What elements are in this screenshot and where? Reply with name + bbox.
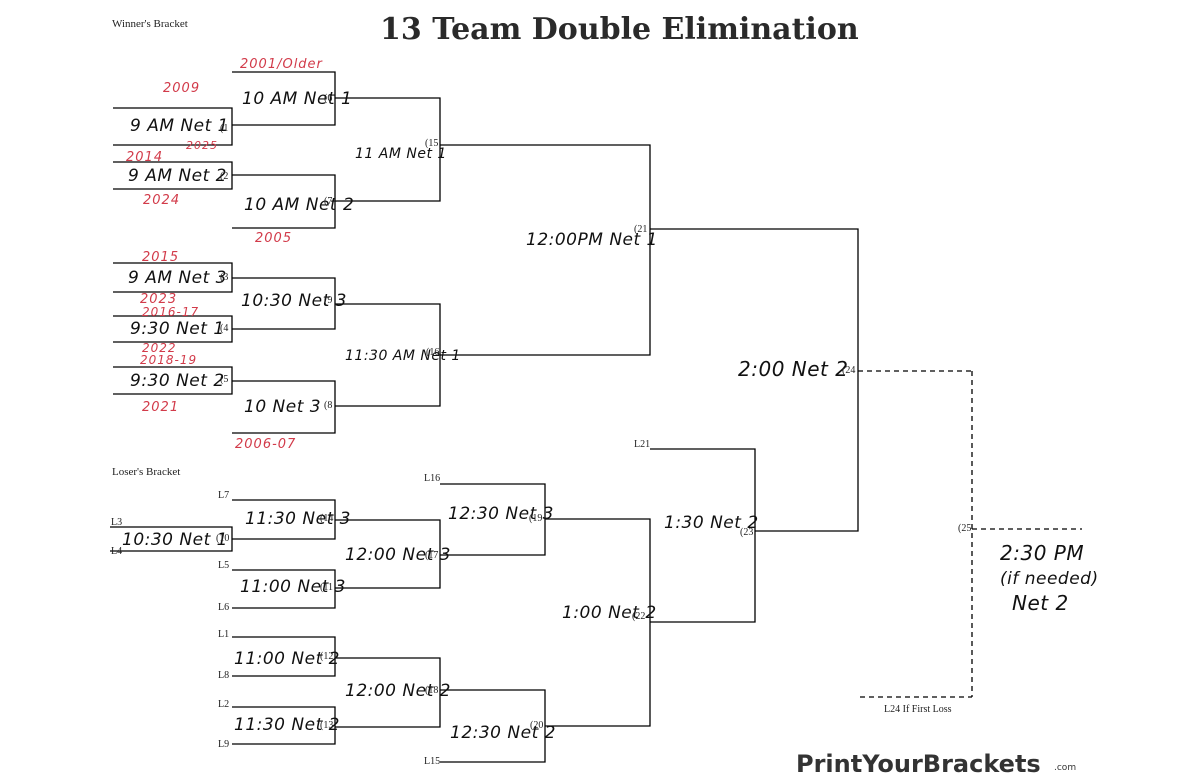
- game-21-number: (21: [634, 224, 647, 235]
- game-4-team-top: 2016-17: [142, 305, 199, 319]
- losers-bracket-label: Loser's Bracket: [112, 466, 180, 478]
- final-time: 2:30 PM: [1000, 541, 1084, 565]
- winners-bracket-lines: [113, 71, 859, 532]
- game-22-slot: 1:00 Net 2: [562, 603, 657, 623]
- game-9-number: (9: [324, 295, 332, 306]
- game-17-number: (17: [425, 550, 438, 561]
- game-24-number: (24: [842, 365, 855, 376]
- game-11-bracket: [232, 569, 336, 609]
- game-23-number: (23: [740, 527, 753, 538]
- game-7-slot: 10 AM Net 2: [244, 195, 354, 215]
- game-12-input-bottom: L8: [218, 670, 229, 681]
- brand-name: PrintYourBrackets: [796, 750, 1041, 776]
- game-14-number: (14: [320, 513, 333, 524]
- game-13-number: (13: [320, 720, 333, 731]
- game-17-bracket: [335, 519, 441, 589]
- game-19-number: (19: [529, 513, 542, 524]
- game-7-number: (7: [324, 196, 332, 207]
- game-5-team-top: 2018-19: [140, 353, 197, 367]
- game-24-slot: 2:00 Net 2: [738, 357, 848, 381]
- game-8-number: (8: [324, 400, 332, 411]
- game-11-input-top: L5: [218, 560, 229, 571]
- page-title: 13 Team Double Elimination: [380, 12, 859, 47]
- game-21-bracket: [440, 144, 651, 356]
- game-6-number: (6: [324, 93, 332, 104]
- game-11-input-bottom: L6: [218, 602, 229, 613]
- final-net: Net 2: [1012, 591, 1069, 615]
- game-1-team-top: 2009: [163, 81, 200, 96]
- game-1-team-bottom: 2025: [186, 139, 218, 152]
- game-14-slot: 11:30 Net 3: [245, 509, 351, 529]
- game-13-input-top: L2: [218, 699, 229, 710]
- losers-bracket-lines: [110, 448, 756, 763]
- game-13-input-bottom: L9: [218, 739, 229, 750]
- game-10-number: (10: [216, 533, 229, 544]
- game-18-bracket: [335, 657, 441, 728]
- game-3-slot: 9 AM Net 3: [128, 268, 227, 288]
- final-if-needed: (if needed): [1000, 569, 1099, 589]
- game-12-bracket: [232, 636, 336, 677]
- game-8-team-bottom: 2006-07: [235, 437, 296, 452]
- game-15-bracket: [335, 97, 441, 202]
- game-14-input-top: L7: [218, 490, 229, 501]
- game-6-slot: 10 AM Net 1: [242, 89, 352, 109]
- game-10-input-bottom: L4: [111, 546, 122, 557]
- game-16-number: (16: [426, 347, 439, 358]
- game-23-bracket: [650, 448, 756, 623]
- game-2-slot: 9 AM Net 2: [128, 166, 227, 186]
- game-2-team-bottom: 2024: [143, 193, 180, 208]
- game-22-number: (22: [632, 611, 645, 622]
- game-4-slot: 9:30 Net 1: [130, 319, 225, 339]
- game-19-input-top: L16: [424, 473, 440, 484]
- game-3-team-bottom-visible: 2023: [140, 292, 177, 307]
- game-16-slot: 11:30 AM Net 1: [345, 348, 461, 364]
- game-6-team-top: 2001/Older: [240, 57, 324, 72]
- game-13-bracket: [232, 706, 336, 745]
- game-25-number: (25: [958, 523, 971, 534]
- game-10-slot: 10:30 Net 1: [122, 530, 228, 550]
- game-15-slot: 11 AM Net 1: [355, 146, 447, 162]
- game-12-input-top: L1: [218, 629, 229, 640]
- final-game-bracket: [858, 370, 1082, 698]
- final-first-loss-note: L24 If First Loss: [884, 704, 952, 715]
- game-1-number: (1: [220, 123, 228, 134]
- game-12-number: (12: [320, 651, 333, 662]
- game-23-slot: 1:30 Net 2: [664, 513, 759, 533]
- game-13-slot: 11:30 Net 2: [234, 715, 340, 735]
- brand-logo: PrintYourBrackets .com: [796, 750, 1076, 776]
- game-5-slot: 9:30 Net 2: [130, 371, 225, 391]
- game-18-slot: 12:00 Net 2: [345, 681, 451, 701]
- game-11-number: (11: [320, 582, 333, 593]
- game-20-slot: 12:30 Net 2: [450, 723, 556, 743]
- game-8-slot: 10 Net 3: [244, 397, 321, 417]
- game-15-number: (15: [425, 138, 438, 149]
- game-12-slot: 11:00 Net 2: [234, 649, 340, 669]
- game-24-bracket: [650, 228, 859, 532]
- game-4-number: (4: [220, 323, 228, 334]
- winners-bracket-label: Winner's Bracket: [112, 18, 188, 30]
- game-5-number: (5: [220, 374, 228, 385]
- game-4-team-bottom: 2022: [142, 341, 177, 355]
- game-17-slot: 12:00 Net 3: [345, 545, 451, 565]
- game-21-slot: 12:00PM Net 1: [526, 230, 658, 250]
- game-1-slot: 9 AM Net 1: [130, 116, 229, 136]
- brand-suffix: .com: [1054, 763, 1076, 773]
- game-8-bracket: [232, 380, 336, 434]
- game-20-number: (20: [530, 720, 543, 731]
- game-3-team-top: 2015: [142, 250, 179, 265]
- game-19-slot: 12:30 Net 3: [448, 504, 554, 524]
- game-10-input-top: L3: [111, 517, 122, 528]
- game-5-team-bottom: 2021: [142, 400, 179, 415]
- game-2-team-top: 2014: [126, 150, 163, 165]
- game-7-team-bottom: 2005: [255, 231, 292, 246]
- game-18-number: (18: [425, 685, 438, 696]
- game-11-slot: 11:00 Net 3: [240, 577, 346, 597]
- game-23-input-top: L21: [634, 439, 650, 450]
- game-20-input-bottom: L15: [424, 756, 440, 767]
- game-1-bracket: [113, 107, 233, 146]
- game-2-number: (2: [220, 171, 228, 182]
- game-3-number: (3: [220, 272, 228, 283]
- game-9-slot: 10:30 Net 3: [241, 291, 347, 311]
